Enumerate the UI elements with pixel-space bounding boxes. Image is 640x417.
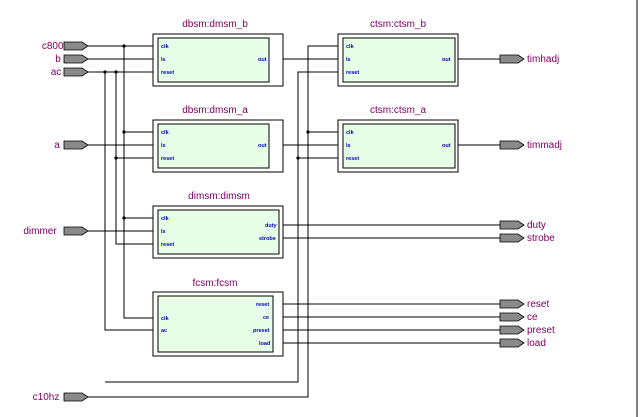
port-ls: ls: [161, 57, 166, 63]
block-fcsm[interactable]: fcsm:fcsm clk ac reset ce preset load: [152, 278, 284, 357]
input-pin-dimmer[interactable]: dimmer: [23, 226, 89, 237]
block-title: dbsm:dmsm_b: [182, 19, 248, 30]
port-reset: reset: [161, 156, 174, 162]
wires: [88, 44, 500, 398]
output-pin-timhadj[interactable]: timhadj: [499, 54, 559, 65]
input-pin-ac[interactable]: ac: [51, 67, 89, 78]
port-reset: reset: [346, 70, 359, 76]
block-dmsm-b[interactable]: dbsm:dmsm_b clk ls reset out: [152, 19, 284, 87]
port-clk: clk: [346, 130, 355, 136]
port-clk: clk: [161, 44, 170, 50]
pin-label: c800hz: [42, 41, 74, 52]
port-out: out: [442, 143, 451, 149]
port-out: out: [442, 57, 451, 63]
output-pin-duty[interactable]: duty: [499, 220, 546, 231]
port-out: out: [258, 57, 267, 63]
input-pin-c10hz[interactable]: c10hz: [33, 392, 89, 403]
pin-label: duty: [527, 220, 546, 231]
pin-label: strobe: [527, 233, 555, 244]
output-pin-strobe[interactable]: strobe: [499, 233, 555, 244]
input-pin-a[interactable]: a: [54, 140, 89, 151]
port-ls: ls: [346, 57, 351, 63]
block-title: dimsm:dimsm: [188, 191, 250, 202]
pin-label: load: [527, 338, 546, 349]
port-ce: ce: [263, 315, 269, 321]
port-ls: ls: [161, 143, 166, 149]
port-clk: clk: [346, 44, 355, 50]
port-reset: reset: [161, 70, 174, 76]
port-clk: clk: [161, 216, 170, 222]
port-ls: ls: [346, 143, 351, 149]
pin-label: dimmer: [23, 226, 57, 237]
pin-label: a: [54, 140, 60, 151]
port-reset: reset: [346, 156, 359, 162]
output-pin-ce[interactable]: ce: [499, 312, 538, 323]
port-duty: duty: [265, 223, 278, 229]
port-reset: reset: [256, 302, 269, 308]
output-pin-timmadj[interactable]: timmadj: [499, 140, 562, 151]
port-clk: clk: [161, 316, 170, 322]
port-load: load: [259, 341, 270, 347]
port-ls: ls: [161, 229, 166, 235]
block-dmsm-a[interactable]: dbsm:dmsm_a clk ls reset out: [152, 105, 284, 173]
pin-label: ac: [51, 67, 62, 78]
block-ctsm-b[interactable]: ctsm:ctsm_b clk ls reset out: [337, 19, 459, 87]
block-title: fcsm:fcsm: [193, 278, 238, 289]
port-ac: ac: [161, 328, 167, 334]
pin-label: ce: [527, 312, 538, 323]
input-pin-c800hz[interactable]: c800hz: [42, 41, 89, 52]
output-pin-reset[interactable]: reset: [499, 299, 549, 310]
pin-label: preset: [527, 325, 555, 336]
pin-label: b: [55, 54, 61, 65]
block-dimsm[interactable]: dimsm:dimsm clk ls reset duty strobe: [152, 191, 284, 259]
block-ctsm-a[interactable]: ctsm:ctsm_a clk ls reset out: [337, 105, 459, 173]
port-strobe: strobe: [259, 236, 276, 242]
port-clk: clk: [161, 130, 170, 136]
pin-label: timhadj: [527, 54, 559, 65]
pin-label: c10hz: [33, 392, 60, 403]
block-title: dbsm:dmsm_a: [182, 105, 248, 116]
block-title: ctsm:ctsm_a: [370, 105, 427, 116]
port-reset: reset: [161, 242, 174, 248]
port-preset: preset: [253, 328, 270, 334]
input-pin-b[interactable]: b: [55, 54, 89, 65]
port-out: out: [258, 143, 267, 149]
pin-label: reset: [527, 299, 549, 310]
block-title: ctsm:ctsm_b: [370, 19, 427, 30]
output-pin-load[interactable]: load: [499, 338, 546, 349]
pin-label: timmadj: [527, 140, 562, 151]
output-pin-preset[interactable]: preset: [499, 325, 555, 336]
